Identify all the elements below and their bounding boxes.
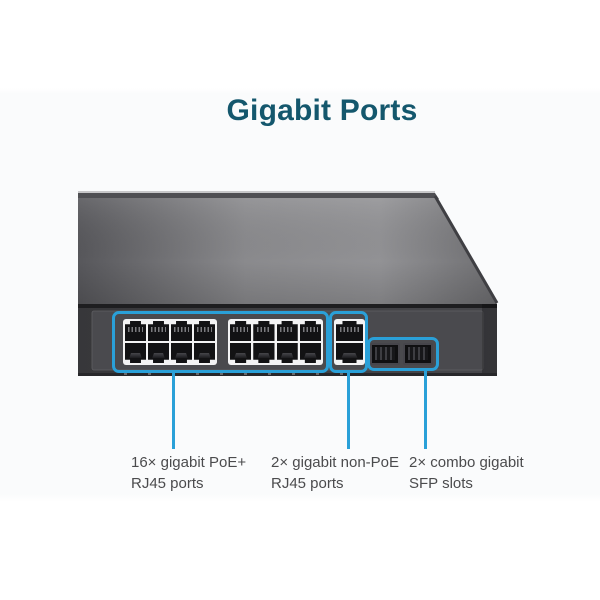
- callout-label-non-poe-line2: RJ45 ports: [271, 475, 344, 492]
- highlight-outline-poe-ports: [112, 311, 329, 373]
- rj45-port: [125, 321, 146, 341]
- callout-label-poe-line1: 16× gigabit PoE+: [131, 454, 247, 471]
- rj45-port-block-1: [123, 319, 217, 365]
- switch-right-end-shade: [482, 304, 497, 376]
- switch-front-top-lip: [78, 304, 497, 308]
- callout-label-non-poe-line1: 2× gigabit non-PoE: [271, 454, 400, 471]
- rj45-port-block-2: [228, 319, 323, 365]
- rj45-port: [276, 343, 298, 363]
- rj45-port: [253, 321, 275, 341]
- rj45-port: [148, 343, 169, 363]
- callout-label-poe-line2: RJ45 ports: [131, 475, 204, 492]
- callout-label-poe: 16× gigabit PoE+ RJ45 ports: [131, 452, 246, 494]
- rj45-port: [171, 321, 192, 341]
- sfp-slot-1: [370, 343, 400, 365]
- switch-top-face-shading: [78, 198, 497, 304]
- rj45-port: [299, 321, 321, 341]
- switch-back-bevel: [78, 193, 439, 199]
- rj45-port: [171, 343, 192, 363]
- rj45-port: [276, 321, 298, 341]
- rj45-port: [194, 343, 215, 363]
- highlight-outline-non-poe-ports: [329, 311, 368, 373]
- rj45-port: [253, 343, 275, 363]
- rj45-port: [230, 321, 252, 341]
- rj45-port: [336, 343, 363, 363]
- switch-bottom-edge: [78, 373, 497, 376]
- switch-back-edge-highlight: [78, 191, 435, 193]
- port-number-marks: [124, 373, 364, 375]
- rj45-port: [336, 321, 363, 341]
- rj45-port: [299, 343, 321, 363]
- callout-line-poe: [172, 372, 175, 449]
- rj45-port-block-non-poe: [334, 319, 365, 365]
- rj45-port: [148, 321, 169, 341]
- switch-right-slope-edge: [433, 195, 499, 304]
- callout-label-sfp-line2: SFP slots: [409, 475, 473, 492]
- rj45-port: [230, 343, 252, 363]
- rj45-port: [125, 343, 146, 363]
- callout-label-sfp: 2× combo gigabit SFP slots: [409, 452, 524, 494]
- rj45-port: [194, 321, 215, 341]
- callout-line-non-poe: [347, 372, 350, 449]
- callout-line-sfp: [424, 370, 427, 449]
- page-title: Gigabit Ports: [226, 94, 418, 127]
- callout-label-sfp-line1: 2× combo gigabit: [409, 454, 524, 471]
- highlight-outline-sfp-slots: [367, 337, 439, 371]
- sfp-slot-2: [403, 343, 433, 365]
- callout-label-non-poe: 2× gigabit non-PoE RJ45 ports: [271, 452, 399, 494]
